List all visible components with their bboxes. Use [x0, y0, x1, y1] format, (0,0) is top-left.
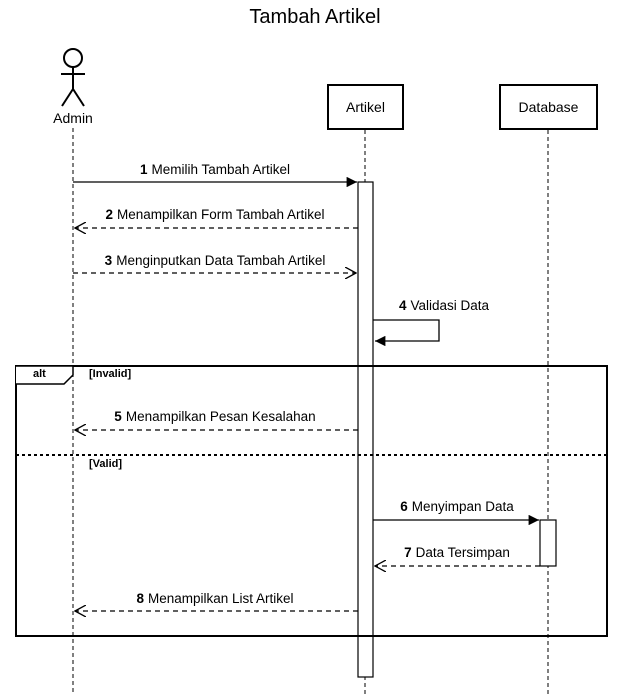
guard-invalid: [Invalid]: [89, 368, 132, 380]
alt-frame-tag: alt: [33, 368, 46, 380]
participant-artikel-label: Artikel: [346, 99, 385, 115]
participant-database-label: Database: [518, 99, 579, 115]
participant-database: Database: [499, 84, 598, 130]
activation-bar-artikel: [357, 181, 374, 678]
alt-frame: [15, 365, 608, 637]
message-4-arrow: [373, 319, 440, 347]
participant-artikel: Artikel: [327, 84, 404, 130]
guard-valid: [Valid]: [89, 458, 123, 470]
actor-label-admin: Admin: [53, 110, 93, 126]
actor-icon: [61, 48, 85, 107]
alt-frame-tag-box: [16, 365, 74, 385]
activation-bar-database: [539, 519, 557, 567]
diagram-title: Tambah Artikel: [249, 6, 381, 28]
